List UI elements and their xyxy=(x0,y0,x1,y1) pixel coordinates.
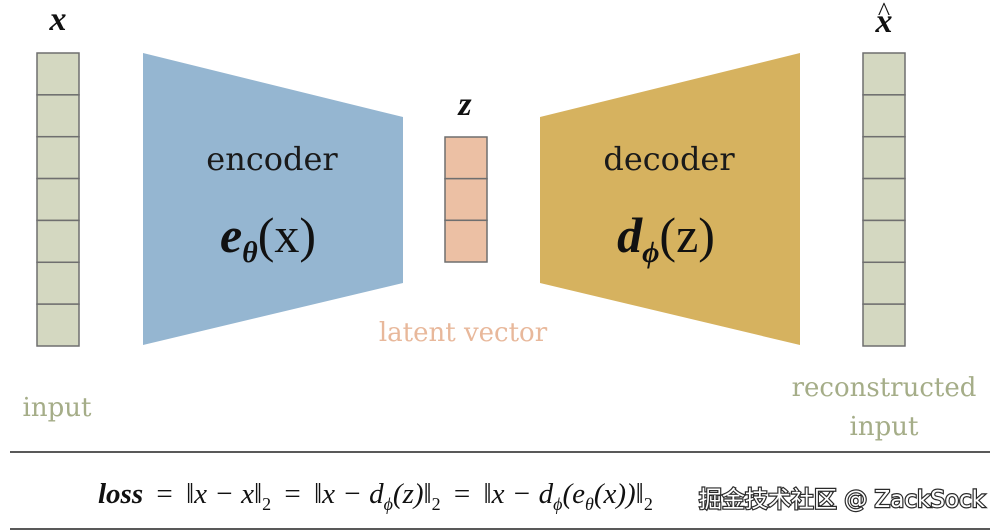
decoder-func-sub: ϕ xyxy=(642,236,659,269)
input-cell-7 xyxy=(36,303,80,347)
decoder-func-letter: d xyxy=(617,207,643,263)
encoder-function: eθ(x) xyxy=(220,207,316,269)
output-symbol: x xyxy=(875,3,893,40)
latent-cells xyxy=(444,136,488,263)
input-cell-3 xyxy=(36,135,80,180)
loss-term1-close: ‖ xyxy=(254,478,262,510)
decoder-trapezoid xyxy=(540,53,800,345)
output-vector: ^ x reconstructed input xyxy=(792,0,977,442)
loss-eq-1: = xyxy=(156,478,172,510)
output-cell-4 xyxy=(862,177,906,222)
loss-term3-theta: θ xyxy=(585,494,594,514)
input-cells xyxy=(36,52,80,347)
encoder-func-sub: θ xyxy=(242,236,258,269)
input-cell-4 xyxy=(36,177,80,222)
encoder-label: encoder xyxy=(206,140,338,178)
loss-lhs: loss xyxy=(98,478,143,510)
loss-eq-3: = xyxy=(454,478,470,510)
input-cell-6 xyxy=(36,261,80,305)
loss-term3-arg-close: (x))‖ xyxy=(594,478,644,510)
decoder-block: decoder dϕ(z) xyxy=(540,53,800,345)
loss-term2-open: ‖x − d xyxy=(314,478,384,510)
decoder-function: dϕ(z) xyxy=(617,207,715,269)
loss-term1-open: ‖x − xyxy=(186,478,241,510)
input-vector: x input xyxy=(23,1,92,423)
latent-cell-3 xyxy=(444,219,488,263)
output-cell-6 xyxy=(862,261,906,305)
output-hat: ^ xyxy=(878,0,890,26)
input-cell-2 xyxy=(36,94,80,138)
output-caption-line1: reconstructed xyxy=(792,373,977,403)
loss-term2-arg: (z)‖ xyxy=(393,478,432,510)
latent-caption: latent vector xyxy=(379,318,548,348)
decoder-label: decoder xyxy=(603,140,735,178)
watermark: 掘金技术社区 @ ZackSock xyxy=(699,487,986,513)
loss-term1-sub: 2 xyxy=(262,494,271,514)
latent-cell-2 xyxy=(444,177,488,222)
encoder-trapezoid xyxy=(143,53,403,345)
loss-term2-phi: ϕ xyxy=(384,494,393,514)
encoder-block: encoder eθ(x) xyxy=(143,53,403,345)
input-cell-5 xyxy=(36,219,80,264)
latent-vector: z latent vector xyxy=(379,86,548,348)
input-caption: input xyxy=(23,393,92,423)
loss-term3-arg-open: (e xyxy=(562,478,585,510)
latent-cell-1 xyxy=(444,136,488,180)
decoder-func-arg: (z) xyxy=(659,207,715,263)
loss-term3-sub: 2 xyxy=(644,494,653,514)
loss-term3-open: ‖x − d xyxy=(484,478,554,510)
output-cell-5 xyxy=(862,219,906,264)
input-cell-1 xyxy=(36,52,80,96)
loss-term1-hat-x: x xyxy=(240,478,254,510)
loss-term3-phi: ϕ xyxy=(553,494,562,514)
output-cell-1 xyxy=(862,52,906,96)
encoder-func-letter: e xyxy=(220,207,242,263)
latent-symbol: z xyxy=(457,86,472,123)
output-cell-2 xyxy=(862,94,906,138)
input-symbol: x xyxy=(49,1,67,38)
loss-eq-2: = xyxy=(284,478,300,510)
loss-equation: loss = ‖x − x‖2 = ‖x − dϕ(z)‖2 = ‖x − dϕ… xyxy=(98,478,653,517)
output-cells xyxy=(862,52,906,347)
output-cell-3 xyxy=(862,135,906,180)
output-caption-line2: input xyxy=(850,412,919,442)
encoder-func-arg: (x) xyxy=(258,207,316,263)
output-cell-7 xyxy=(862,303,906,347)
loss-term2-sub: 2 xyxy=(432,494,441,514)
